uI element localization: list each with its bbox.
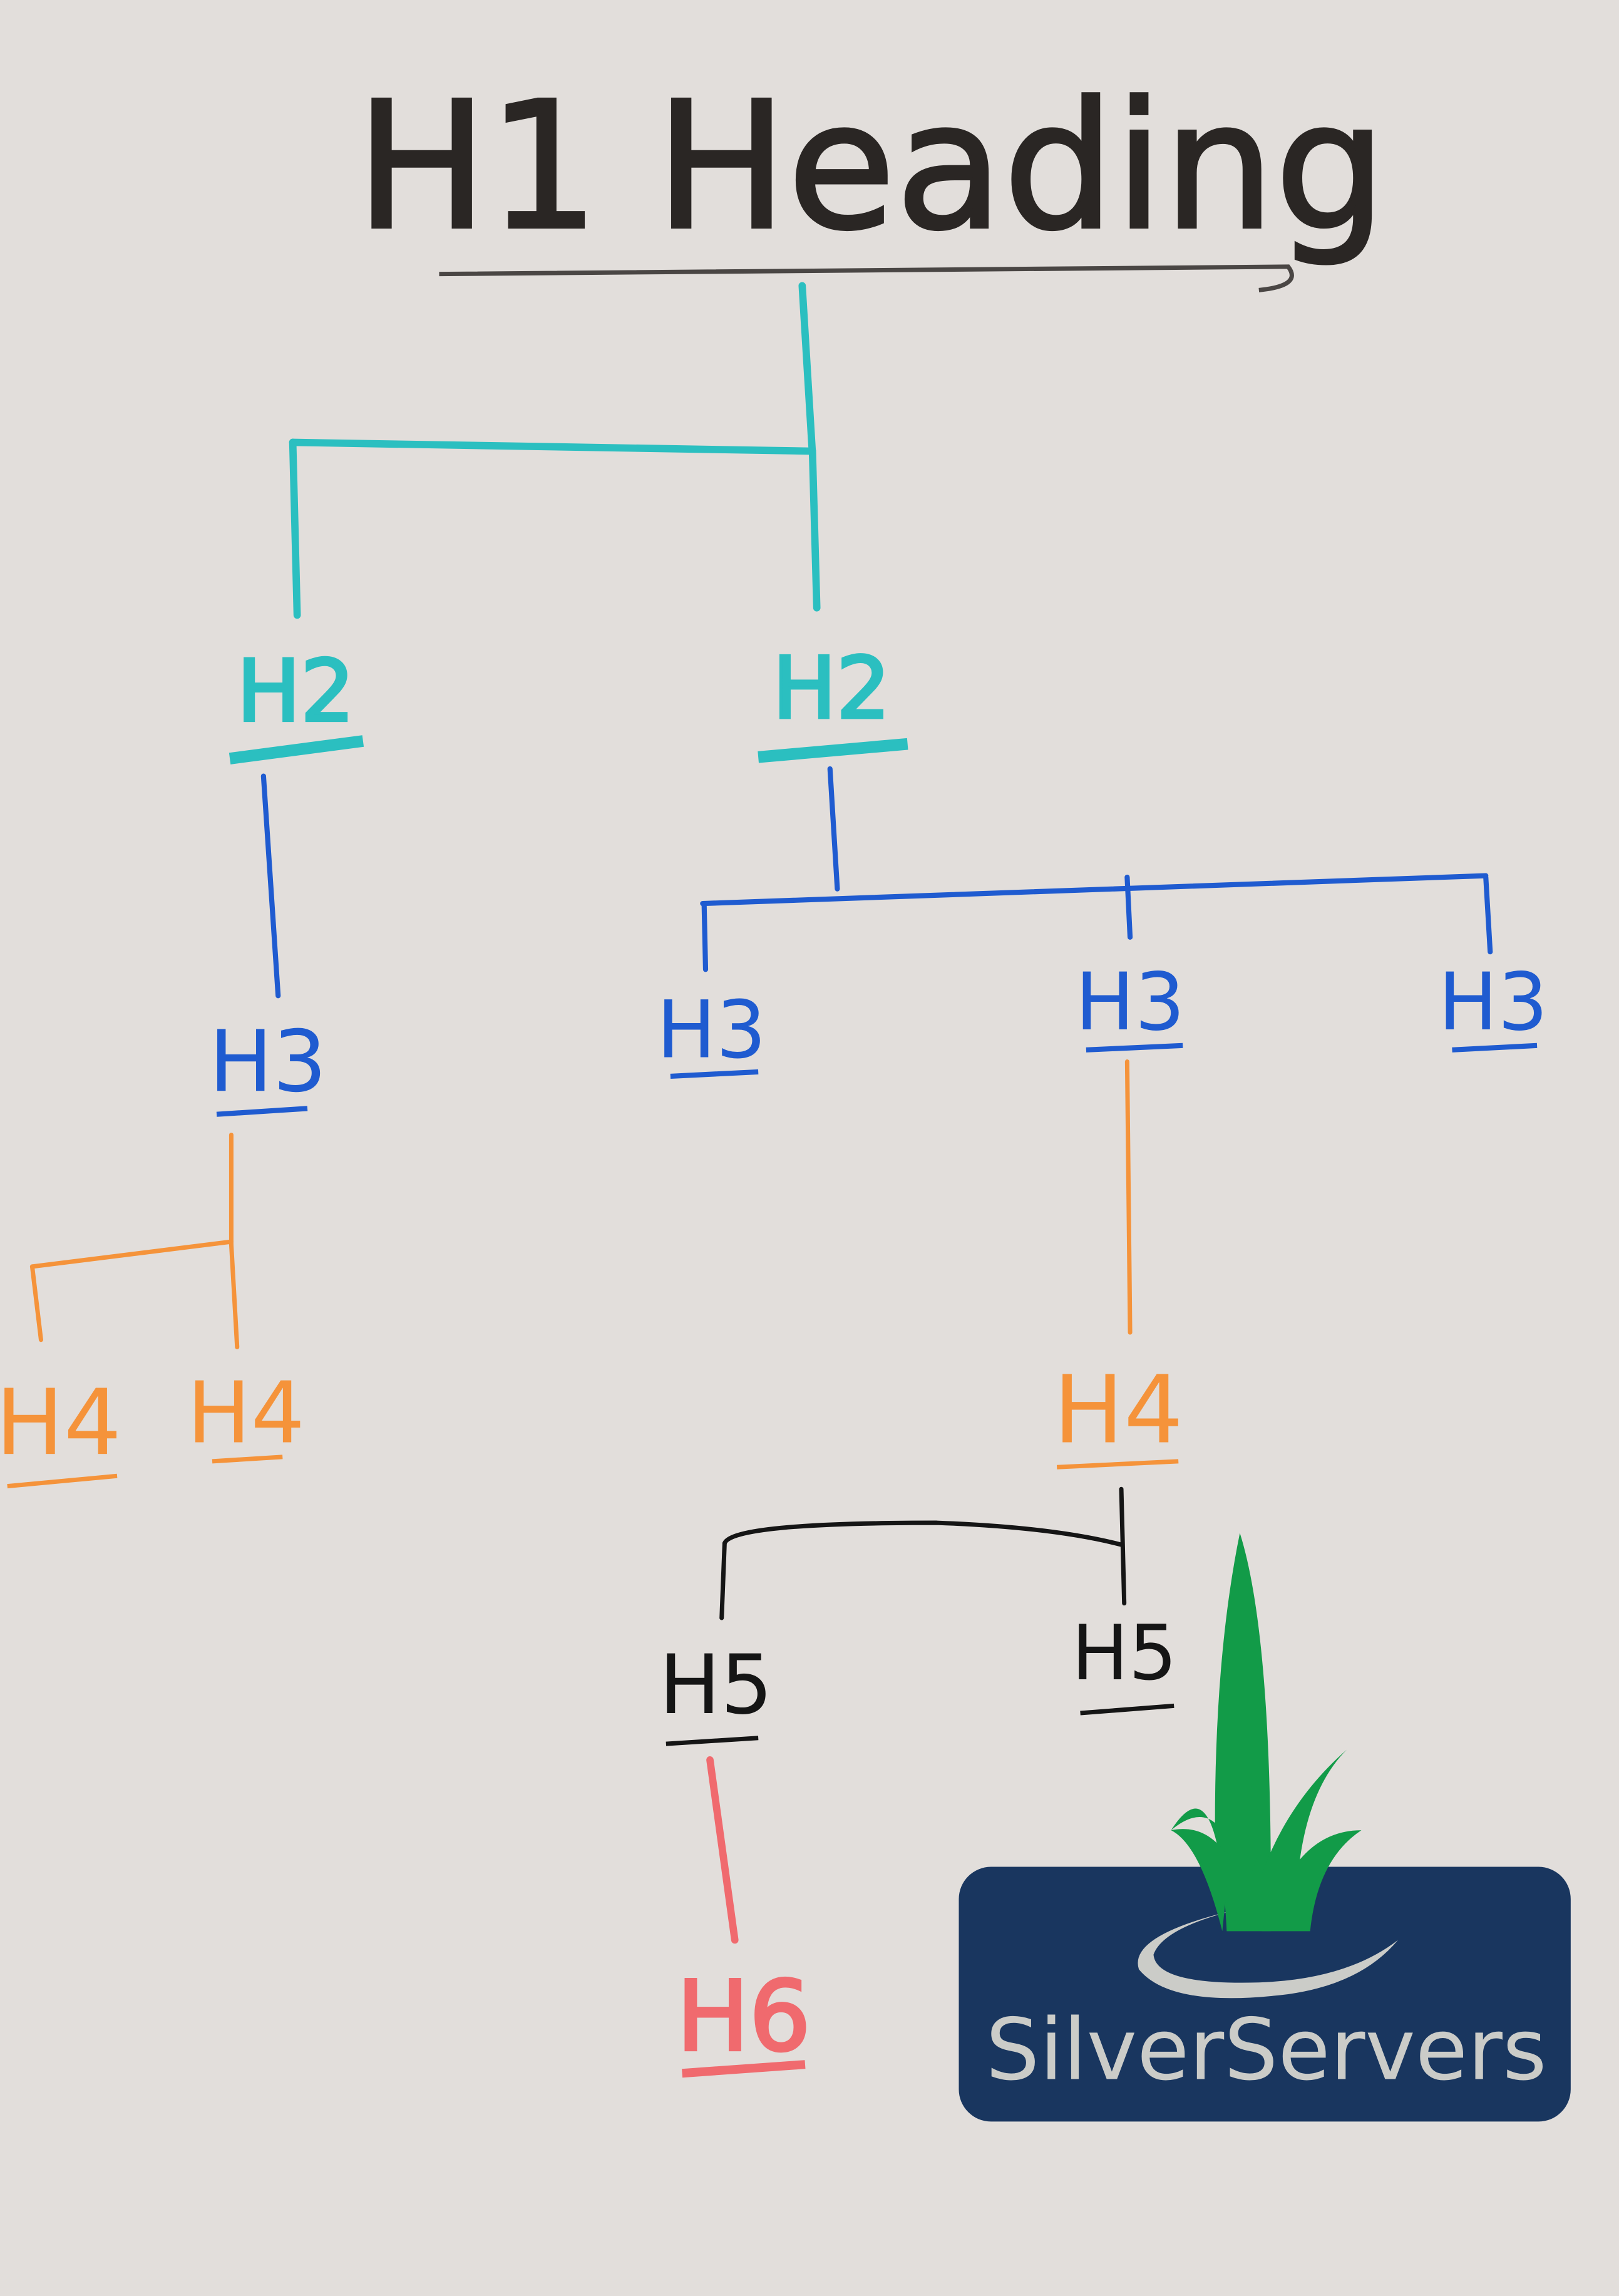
h1-label: H1 Heading <box>356 65 1386 269</box>
h4-underline <box>1056 1459 1179 1470</box>
h3-underline <box>1086 1042 1183 1053</box>
h5-underline <box>666 1736 759 1746</box>
connector <box>798 282 816 458</box>
h3-underline <box>216 1106 308 1117</box>
silverservers-logo: SilverServers <box>959 1533 1571 2122</box>
h2-node-left: H2 <box>229 640 364 764</box>
connector <box>1483 874 1493 955</box>
h6-underline <box>682 2060 806 2078</box>
swoosh-icon <box>1138 1906 1398 1999</box>
h2-label: H2 <box>237 642 354 741</box>
h4-underline <box>212 1454 283 1464</box>
h3-label: H3 <box>1075 956 1185 1048</box>
h3-underline <box>670 1069 759 1079</box>
h4-node-right: H4 <box>1053 1356 1183 1470</box>
logo-text: SilverServers <box>985 2000 1546 2099</box>
h5-label: H5 <box>1071 1609 1177 1697</box>
h6-label: H6 <box>677 1961 811 2073</box>
h3-label: H3 <box>657 984 766 1076</box>
connector <box>700 873 1489 907</box>
connector <box>229 1242 240 1349</box>
h4-node-left-2: H4 <box>187 1363 305 1464</box>
h4-label: H4 <box>0 1370 121 1476</box>
h4-label: H4 <box>187 1363 305 1462</box>
h3-node-right-3: H3 <box>1438 956 1548 1053</box>
h2-to-h3-connectors <box>260 766 1493 999</box>
connector <box>808 447 821 612</box>
connector <box>289 438 816 455</box>
h6-node: H6 <box>675 1959 812 2078</box>
h1-node: H1 Heading <box>354 63 1388 292</box>
connector <box>1124 874 1133 940</box>
h2-underline <box>229 735 364 764</box>
h4-underline <box>7 1473 118 1489</box>
h2-label: H2 <box>773 639 890 738</box>
connector <box>260 773 281 999</box>
h2-node-right: H2 <box>758 637 908 763</box>
connector <box>719 1541 727 1620</box>
connector <box>29 1264 43 1342</box>
h4-to-h5-connectors <box>719 1486 1127 1620</box>
h4-node-left-1: H4 <box>0 1370 121 1489</box>
connector <box>722 1520 1124 1547</box>
connector <box>29 1239 234 1269</box>
h3-underline <box>1452 1042 1538 1053</box>
h5-node-right: H5 <box>1071 1609 1177 1716</box>
h3-label: H3 <box>1438 956 1548 1048</box>
connector <box>827 766 840 892</box>
h4-label: H4 <box>1053 1356 1183 1465</box>
h2-underline <box>758 738 908 763</box>
h5-to-h6-connector <box>706 1756 739 1944</box>
h5-node-left: H5 <box>659 1637 773 1746</box>
grass-icon <box>1171 1533 1362 1932</box>
connector <box>1124 1059 1133 1335</box>
h5-underline <box>1080 1703 1174 1716</box>
h3-node-right-1: H3 <box>657 984 766 1079</box>
h5-label: H5 <box>659 1637 773 1732</box>
h1-underline <box>439 264 1294 292</box>
h3-node-left: H3 <box>209 1012 327 1117</box>
h3-label: H3 <box>209 1012 327 1111</box>
h3-node-right-2: H3 <box>1075 956 1185 1053</box>
h1-to-h2-connectors <box>289 282 821 619</box>
connector <box>701 900 709 972</box>
h3-to-h4-connectors <box>29 1059 1133 1349</box>
connector <box>289 438 301 619</box>
